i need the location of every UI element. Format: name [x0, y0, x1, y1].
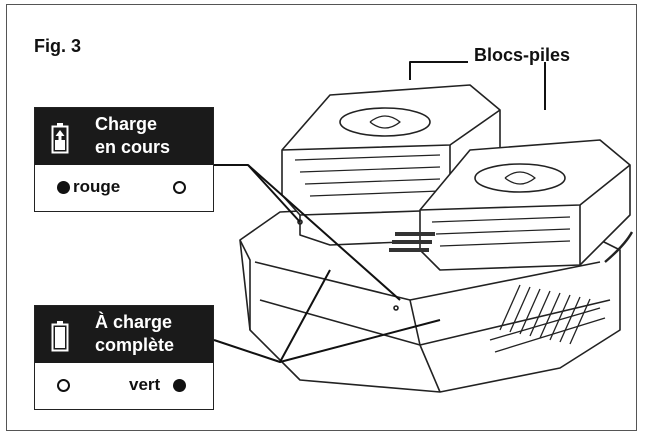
red-led-off-indicator	[57, 379, 70, 392]
charging-title-line1: Charge	[95, 114, 158, 134]
charged-legend-header: À charge complète	[35, 306, 213, 363]
green-led-label: vert	[129, 375, 161, 394]
charged-legend: À charge complète vert	[34, 305, 214, 410]
red-led-on-indicator	[57, 181, 70, 194]
charged-legend-title: À charge complète	[95, 311, 174, 357]
charging-legend: Charge en cours rouge	[34, 107, 214, 212]
charged-title-line2: complète	[95, 335, 175, 355]
figure-label: Fig. 3	[34, 36, 82, 56]
green-led-off-indicator	[173, 181, 186, 194]
battery-charging-icon	[51, 123, 69, 154]
charged-led-row: vert	[35, 363, 213, 409]
battery-packs-callout: Blocs-piles	[474, 45, 571, 65]
charging-title-line2: en cours	[95, 137, 171, 157]
charging-legend-title: Charge en cours	[95, 113, 170, 159]
red-led-label: rouge	[73, 177, 121, 196]
battery-full-icon	[51, 321, 69, 352]
green-led-on-indicator	[173, 379, 186, 392]
charged-title-line1: À charge	[95, 312, 173, 332]
charging-legend-header: Charge en cours	[35, 108, 213, 165]
charging-led-row: rouge	[35, 165, 213, 211]
